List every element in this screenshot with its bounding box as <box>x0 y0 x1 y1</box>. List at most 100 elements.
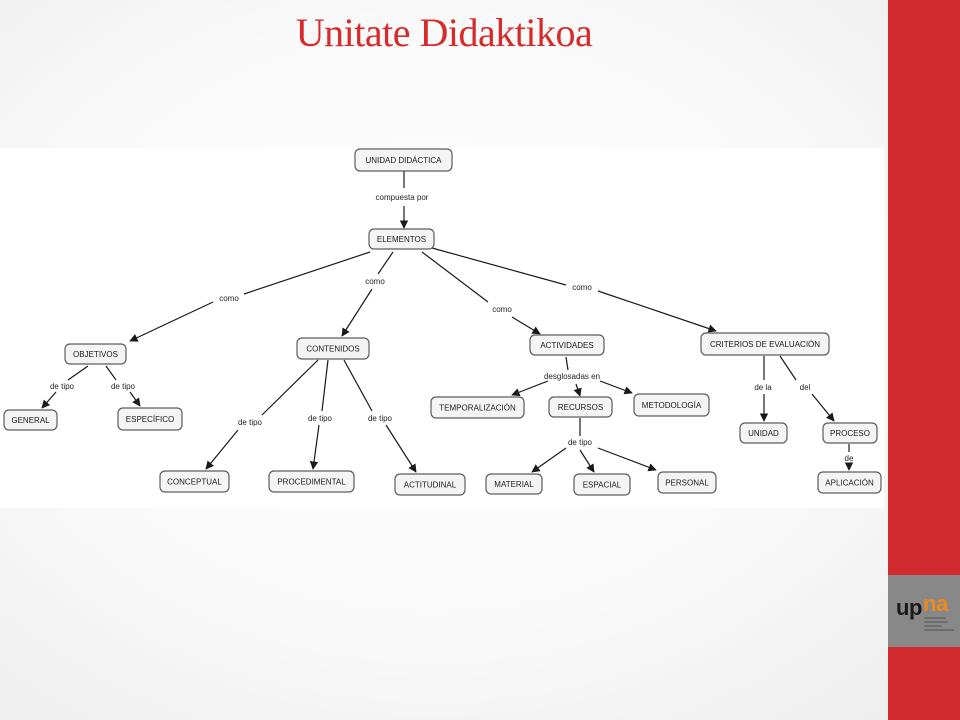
link-label-como2: como <box>365 277 385 286</box>
connector-line <box>385 424 417 473</box>
svg-text:PERSONAL: PERSONAL <box>665 479 709 488</box>
svg-text:como: como <box>492 305 512 314</box>
link-label-como4: como <box>572 283 592 292</box>
concept-node-espacial: ESPACIAL <box>573 473 631 496</box>
connector-line <box>105 365 117 381</box>
link-label-como1: como <box>219 294 239 303</box>
link-label-como3: como <box>492 305 512 314</box>
svg-text:UNIDAD DIDÁCTICA: UNIDAD DIDÁCTICA <box>365 156 442 165</box>
svg-text:de: de <box>845 454 854 463</box>
link-label-detipo_obj2: de tipo <box>111 382 136 391</box>
concept-node-especifico: ESPECÍFICO <box>117 407 183 431</box>
svg-text:ESPACIAL: ESPACIAL <box>583 481 622 490</box>
connector-line <box>41 391 57 409</box>
concept-node-contenidos: CONTENIDOS <box>296 337 370 360</box>
svg-text:MATERIAL: MATERIAL <box>494 480 534 489</box>
svg-text:del: del <box>800 383 811 392</box>
connector-line <box>129 391 141 407</box>
concept-node-unidad2: UNIDAD <box>739 422 788 444</box>
concept-node-procedimental: PROCEDIMENTAL <box>268 470 355 493</box>
svg-text:ACTITUDINAL: ACTITUDINAL <box>404 481 457 490</box>
connector-line <box>431 247 567 286</box>
concept-node-unidad: UNIDAD DIDÁCTICA <box>354 148 453 172</box>
concept-node-criterios: CRITERIOS DE EVALUACIÓN <box>700 332 830 356</box>
link-label-detipo_obj1: de tipo <box>50 382 75 391</box>
logo-text-up: up <box>896 595 922 620</box>
svg-text:OBJETIVOS: OBJETIVOS <box>73 350 118 359</box>
svg-text:METODOLOGÍA: METODOLOGÍA <box>642 401 702 410</box>
svg-text:UNIDAD: UNIDAD <box>748 429 779 438</box>
svg-text:APLICACIÓN: APLICACIÓN <box>825 479 874 488</box>
upna-logo: up na <box>888 575 960 647</box>
svg-text:CONTENIDOS: CONTENIDOS <box>306 345 359 354</box>
connector-line <box>779 355 797 381</box>
connector-line <box>129 301 214 342</box>
concept-node-conceptual: CONCEPTUAL <box>159 470 230 493</box>
connector-line <box>511 380 549 397</box>
logo-subtext-lines <box>924 617 958 633</box>
link-label-desglosadas: desglosadas en <box>544 372 600 381</box>
svg-text:de tipo: de tipo <box>568 438 593 447</box>
connector-line <box>343 359 373 412</box>
connector-line <box>597 290 717 333</box>
svg-text:TEMPORALIZACIÓN: TEMPORALIZACIÓN <box>439 404 516 413</box>
concept-node-actividades: ACTIVIDADES <box>529 334 605 356</box>
svg-text:de tipo: de tipo <box>368 414 393 423</box>
svg-text:como: como <box>219 294 239 303</box>
connector-line <box>579 449 595 473</box>
concept-node-material: MATERIAL <box>485 473 543 495</box>
svg-text:como: como <box>365 277 385 286</box>
link-label-dela: de la <box>754 383 772 392</box>
connector-line <box>421 251 489 303</box>
concept-map-background <box>0 148 884 508</box>
concept-node-recursos: RECURSOS <box>548 396 613 418</box>
concept-node-proceso: PROCESO <box>822 422 878 444</box>
connector-line <box>205 429 239 470</box>
concept-node-temporalizacion: TEMPORALIZACIÓN <box>430 396 525 419</box>
svg-text:compuesta por: compuesta por <box>376 193 429 202</box>
svg-text:ESPECÍFICO: ESPECÍFICO <box>126 415 174 424</box>
concept-node-elementos: ELEMENTOS <box>368 228 435 250</box>
connector-line <box>321 359 329 412</box>
link-label-del: del <box>800 383 811 392</box>
svg-text:desglosadas en: desglosadas en <box>544 372 600 381</box>
connector-line <box>309 424 320 470</box>
link-label-detipo_c1: de tipo <box>238 418 263 427</box>
connector-line <box>531 447 567 473</box>
concept-node-personal: PERSONAL <box>657 471 717 494</box>
svg-text:CRITERIOS DE EVALUACIÓN: CRITERIOS DE EVALUACIÓN <box>710 340 820 349</box>
connector-line <box>67 365 89 381</box>
svg-text:PROCEDIMENTAL: PROCEDIMENTAL <box>277 478 346 487</box>
svg-text:de tipo: de tipo <box>238 418 263 427</box>
logo-text-na: na <box>923 591 948 616</box>
concept-node-objetivos: OBJETIVOS <box>64 343 127 365</box>
concept-map: compuesta por como como como como de tipo de t… <box>3 148 882 496</box>
concept-node-general: GENERAL <box>3 409 58 431</box>
connector-line <box>599 380 633 395</box>
connector-line <box>377 251 394 275</box>
svg-text:GENERAL: GENERAL <box>11 416 50 425</box>
link-label-compuesta: compuesta por <box>376 193 429 202</box>
svg-text:CONCEPTUAL: CONCEPTUAL <box>167 478 222 487</box>
link-label-de: de <box>845 454 854 463</box>
link-label-detipo_c2: de tipo <box>308 414 333 423</box>
svg-text:como: como <box>572 283 592 292</box>
svg-text:ACTIVIDADES: ACTIVIDADES <box>540 341 593 350</box>
svg-text:de tipo: de tipo <box>111 382 136 391</box>
svg-text:de tipo: de tipo <box>308 414 333 423</box>
svg-text:RECURSOS: RECURSOS <box>558 403 603 412</box>
connector-line <box>511 316 541 335</box>
connector-line <box>243 251 371 295</box>
connector-line <box>811 393 835 422</box>
connector-line <box>573 383 582 397</box>
slide-title: Unitate Didaktikoa <box>295 10 593 55</box>
svg-text:PROCESO: PROCESO <box>830 429 870 438</box>
concept-node-metodologia: METODOLOGÍA <box>633 393 710 417</box>
svg-text:de la: de la <box>754 383 772 392</box>
connector-line <box>261 359 319 416</box>
connector-line <box>597 447 657 472</box>
connector-line <box>341 288 373 337</box>
link-label-detipo_rec: de tipo <box>568 438 593 447</box>
concept-node-actitudinal: ACTITUDINAL <box>394 473 466 496</box>
concept-node-aplicacion: APLICACIÓN <box>817 471 882 494</box>
